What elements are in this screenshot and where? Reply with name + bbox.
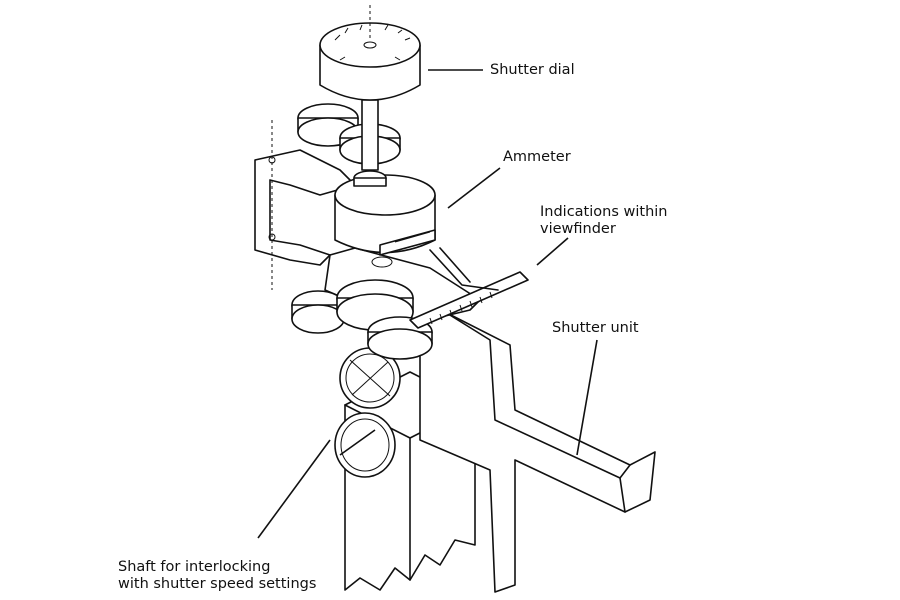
upper-gear-stack [297,99,401,187]
leader-shutter-unit [576,339,598,456]
shutter-dial [319,5,421,101]
label-shaft-line2: with shutter speed settings [118,576,317,592]
label-shaft-line1: Shaft for interlocking [118,559,271,575]
ammeter-body [334,174,436,256]
label-indications-line2: viewfinder [540,221,616,237]
shutter-unit-bar [419,311,656,593]
viewfinder-scale [409,247,529,329]
frame-bracket [254,120,356,290]
label-shutter-dial: Shutter dial [490,62,575,78]
lower-gear-stack [334,347,401,478]
label-indications-line1: Indications within [540,204,668,220]
label-shutter-unit: Shutter unit [552,320,639,336]
leader-shaft [257,439,331,539]
leader-ammeter [447,167,501,209]
label-ammeter: Ammeter [503,149,571,165]
leader-indications [536,237,569,266]
